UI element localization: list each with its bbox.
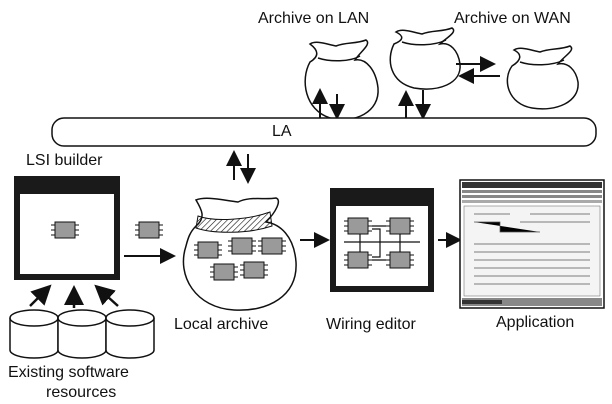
lsi-builder-window — [14, 176, 120, 280]
chip-icon — [134, 221, 164, 239]
archive-on-wan-label: Archive on WAN — [454, 10, 571, 27]
arrow-icon — [94, 284, 119, 307]
database-cylinder-icon — [9, 309, 59, 359]
archive-bag-icon — [389, 27, 461, 90]
existing-software-label: Existing software — [8, 364, 129, 381]
arrow-icon — [29, 284, 52, 307]
application-label: Application — [496, 314, 575, 331]
archive-bag-icon — [304, 39, 379, 121]
chip-icon — [50, 221, 80, 239]
lsi-builder-label: LSI builder — [26, 152, 103, 169]
wiring-editor-window — [330, 188, 434, 292]
archive-on-lan-label: Archive on LAN — [258, 10, 370, 27]
la-bus — [51, 117, 597, 147]
local-archive-label: Local archive — [174, 316, 269, 333]
wiring-editor-label: Wiring editor — [326, 316, 416, 333]
database-cylinder-icon — [57, 309, 107, 359]
archive-bag-icon — [506, 45, 579, 110]
resources-label: resources — [46, 384, 117, 401]
la-bus-label: LA — [272, 123, 292, 140]
database-cylinder-icon — [105, 309, 155, 359]
local-archive-bag — [182, 197, 297, 311]
app-screenshot-icon — [459, 179, 605, 309]
